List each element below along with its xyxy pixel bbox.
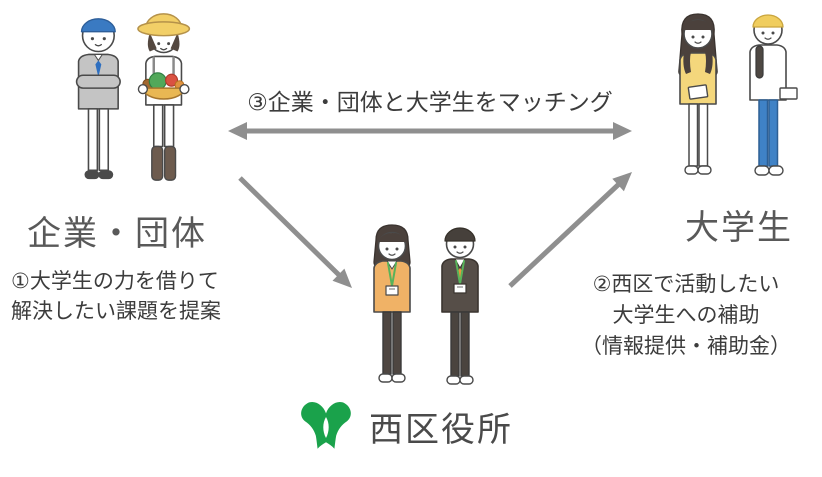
staff-woman-figure xyxy=(373,224,411,383)
matching-arrow-label: ③企業・団体と大学生をマッチング xyxy=(247,89,613,115)
notebook xyxy=(779,87,798,100)
blue-jeans xyxy=(768,99,779,167)
backpack-strap xyxy=(755,45,764,79)
blond-hair xyxy=(752,14,784,28)
blue-jeans xyxy=(758,99,769,167)
businessman-figure xyxy=(75,18,121,180)
students-heading: 大学生 xyxy=(685,209,793,247)
id-badge xyxy=(385,285,399,296)
propose-arrow xyxy=(238,176,352,288)
matching-arrow xyxy=(228,122,632,140)
companies-heading: 企業・団体 xyxy=(27,215,207,253)
boot xyxy=(163,145,177,181)
ward-office-label-row: 西区役所 xyxy=(296,398,513,454)
green-lanyard xyxy=(455,260,465,285)
student-woman-figure xyxy=(678,13,718,175)
ward-staff-illustration xyxy=(373,224,479,385)
blue-tie xyxy=(95,60,102,78)
student-man-figure xyxy=(749,14,798,176)
staff-man-figure xyxy=(441,227,479,385)
crossed-arms xyxy=(75,74,121,89)
green-lanyard xyxy=(387,262,397,287)
straw-hat-brim xyxy=(137,21,191,37)
vegetable-basket xyxy=(137,72,190,100)
students-note: ②西区で活動したい 大学生への補助 （情報提供・補助金） xyxy=(581,273,791,358)
support-arrow xyxy=(508,172,632,288)
companies-illustration xyxy=(75,13,191,181)
nishi-ward-emblem-icon xyxy=(301,401,351,449)
companies-note: ①大学生の力を借りて 解決したい課題を提案 xyxy=(11,270,221,323)
boot xyxy=(151,145,164,181)
notebook xyxy=(687,84,709,100)
ward-office-heading: 西区役所 xyxy=(369,410,513,449)
id-badge xyxy=(453,283,467,294)
students-illustration xyxy=(678,13,798,176)
farmer-figure xyxy=(137,13,191,181)
blue-hair xyxy=(80,18,116,33)
